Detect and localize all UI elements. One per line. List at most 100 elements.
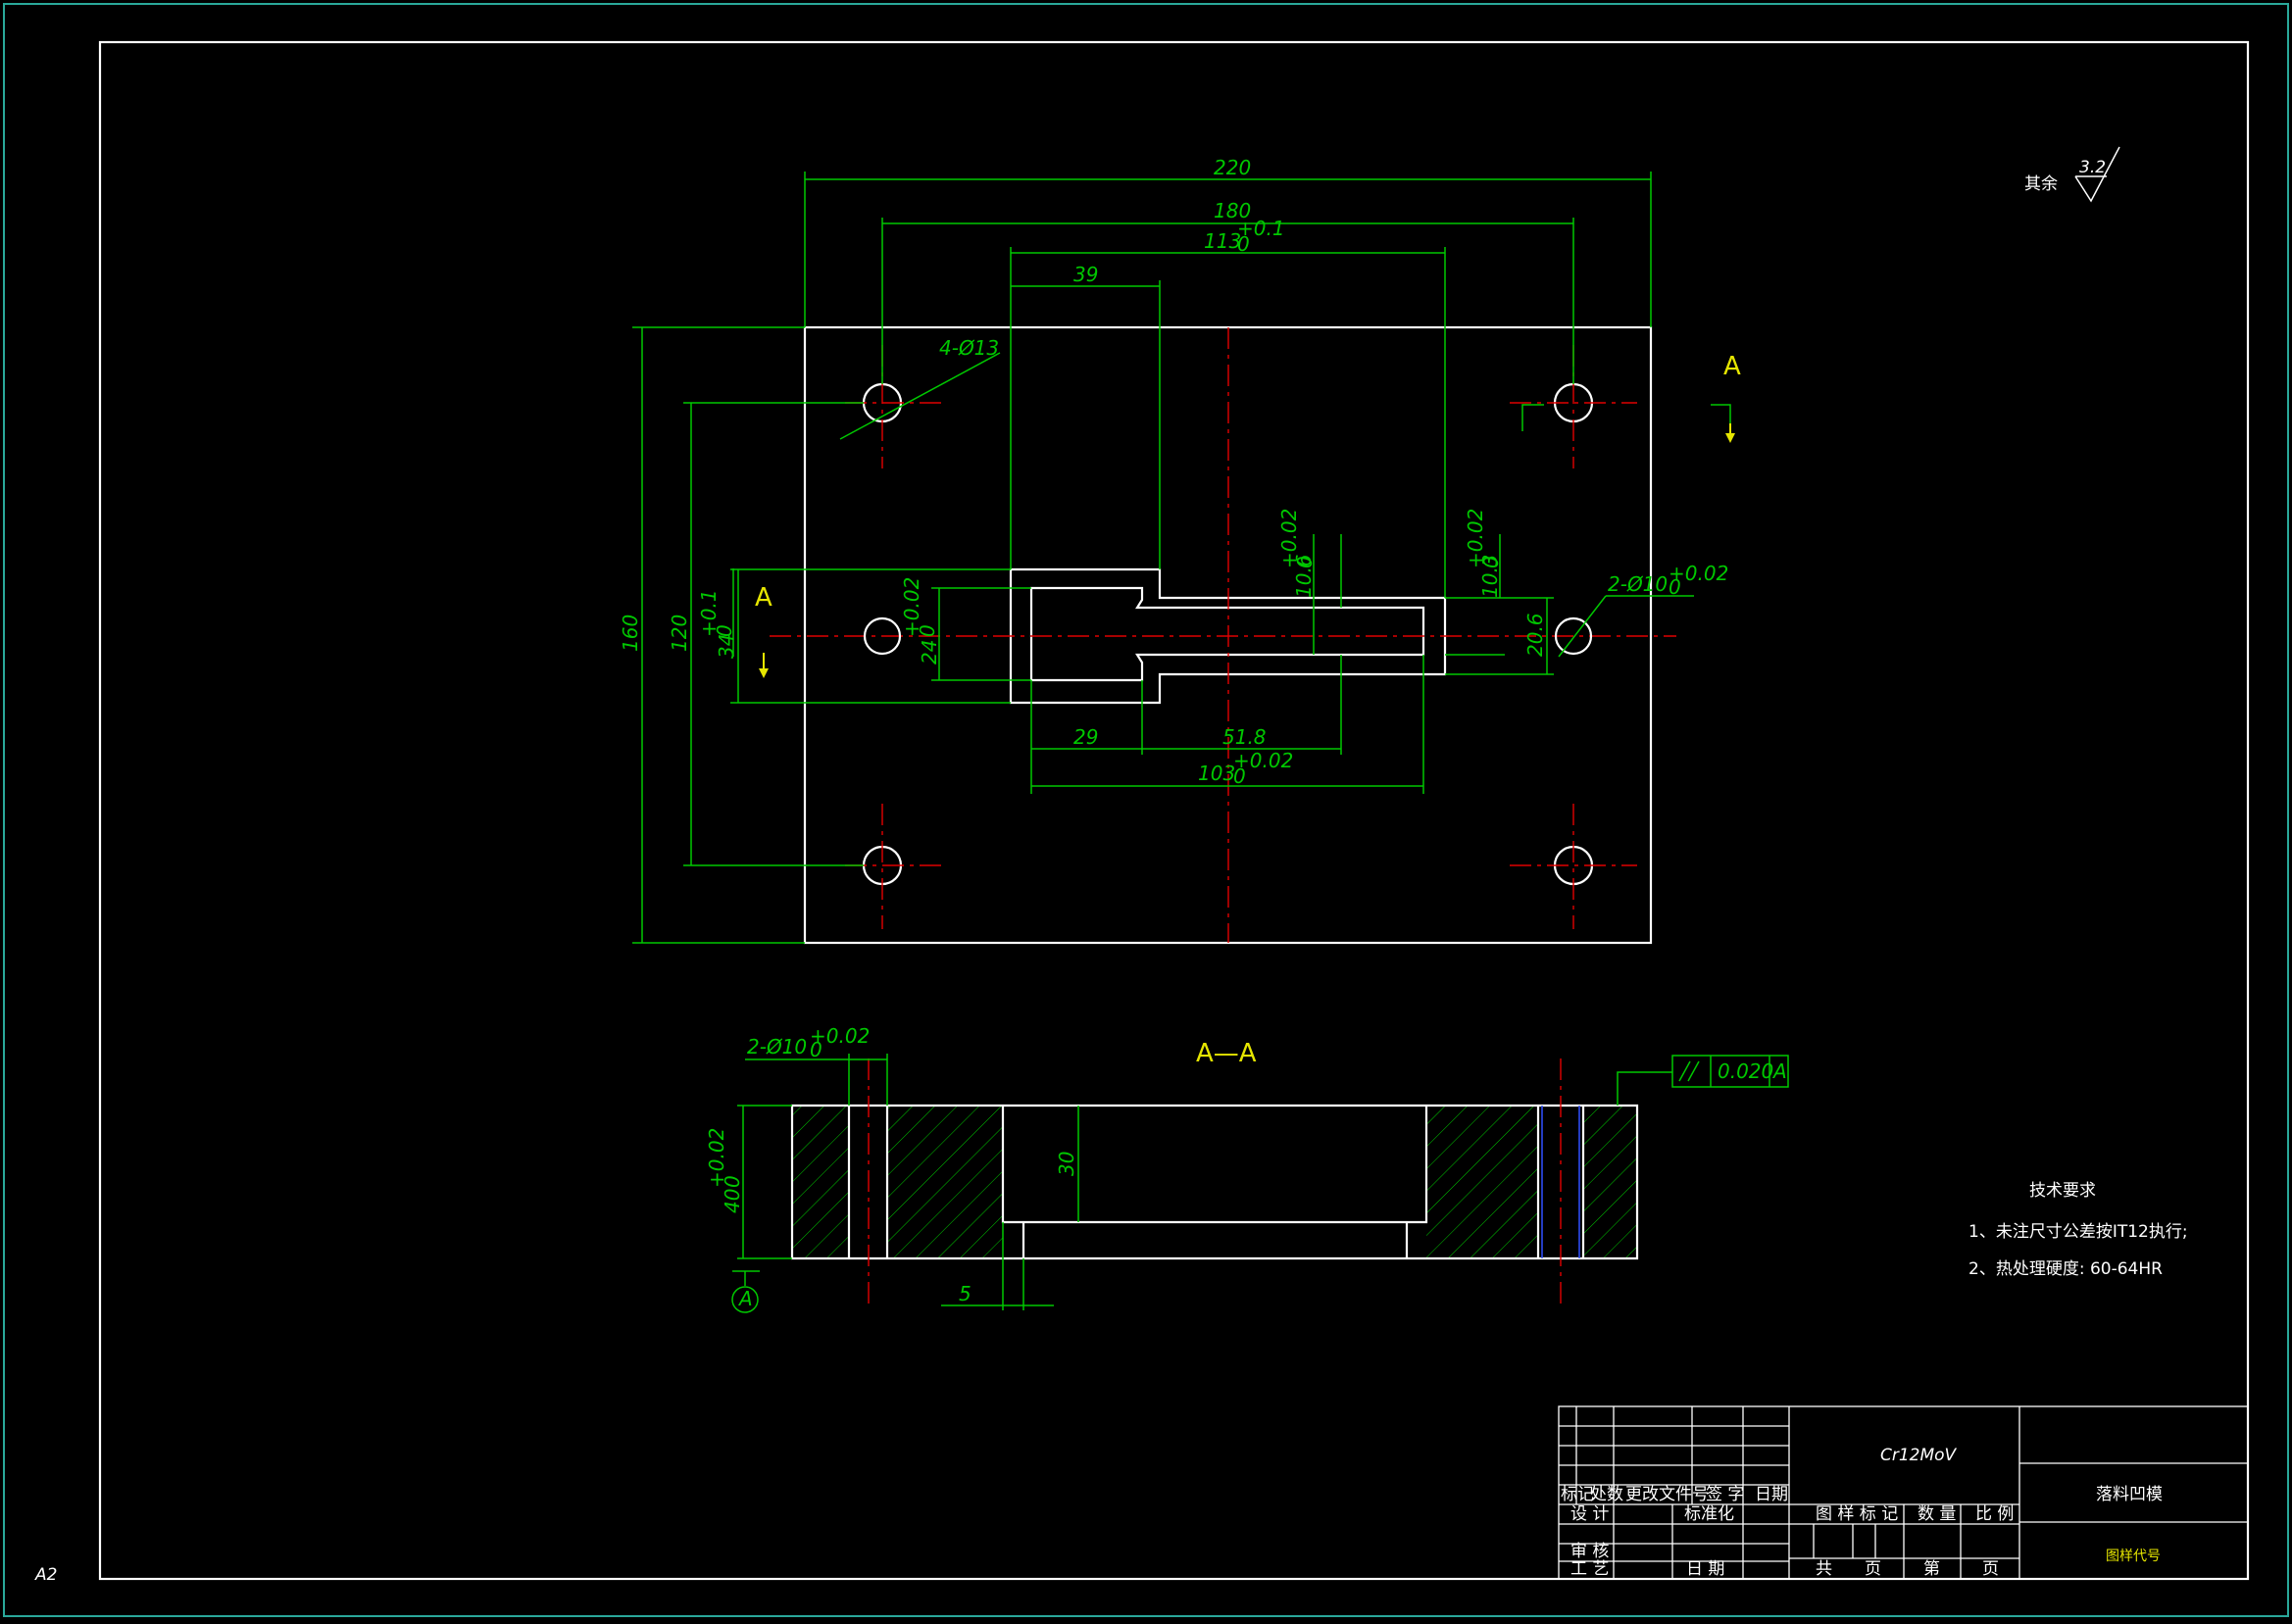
- callout-pin-holes-plan: 2-Ø10 +0.02 0: [1558, 562, 1728, 658]
- svg-text:+0.02: +0.02: [705, 1128, 728, 1188]
- svg-text:A: A: [1771, 1059, 1787, 1083]
- svg-text:10.3: 10.3: [1478, 554, 1502, 598]
- svg-text:+0.02: +0.02: [900, 577, 923, 637]
- dim-seg-29: 29: [1030, 680, 1143, 794]
- sheet-size-label: A2: [34, 1565, 57, 1585]
- dim-step-5: 5: [941, 1222, 1054, 1310]
- dim-offset-b: 10.3 +0.02 0: [1445, 509, 1505, 656]
- svg-text:工 艺: 工 艺: [1570, 1559, 1609, 1579]
- section-pocket: [1001, 1106, 1428, 1258]
- svg-text:2、热处理硬度: 60-64HR: 2、热处理硬度: 60-64HR: [1968, 1259, 2163, 1279]
- svg-text:+0.02: +0.02: [1233, 749, 1293, 772]
- svg-text:0: 0: [1293, 556, 1317, 568]
- hatch-left-b: [887, 1106, 1003, 1258]
- svg-text:5: 5: [959, 1282, 972, 1305]
- bolt-hole-bl: [845, 804, 947, 929]
- dim-offset-a: 10.6 +0.02 0: [1277, 509, 1342, 655]
- bolt-hole-tl: [845, 345, 947, 468]
- svg-text:标记: 标记: [1561, 1485, 1594, 1504]
- svg-text:24: 24: [918, 640, 941, 664]
- svg-text:+0.02: +0.02: [1464, 509, 1487, 568]
- dim-overall-width: 220: [804, 156, 1652, 327]
- dim-pocket-depth: 30: [1055, 1106, 1079, 1222]
- svg-text:A: A: [1723, 352, 1741, 381]
- svg-text:0.020: 0.020: [1718, 1059, 1773, 1083]
- svg-text:2-Ø10: 2-Ø10: [747, 1035, 807, 1058]
- dim-seg-51-8: 51.8: [1142, 655, 1342, 755]
- svg-text:4-Ø13: 4-Ø13: [939, 336, 999, 360]
- svg-text:0: 0: [1237, 232, 1250, 256]
- plan-view: 220 180 113 +0.1 0 39 160 120: [619, 156, 1741, 945]
- callout-bolt-holes: 4-Ø13: [839, 336, 1001, 440]
- svg-text:共: 共: [1816, 1559, 1832, 1579]
- svg-text:2-Ø10: 2-Ø10: [1608, 572, 1668, 596]
- svg-text:20.6: 20.6: [1523, 613, 1547, 657]
- svg-text:0: 0: [810, 1038, 822, 1061]
- svg-text:页: 页: [1865, 1559, 1881, 1579]
- svg-text:+0.1: +0.1: [697, 589, 721, 637]
- svg-text:技术要求: 技术要求: [2029, 1181, 2096, 1201]
- svg-text:+0.02: +0.02: [810, 1024, 870, 1048]
- svg-text:1、未注尺寸公差按IT12执行;: 1、未注尺寸公差按IT12执行;: [1968, 1222, 2188, 1242]
- svg-text:A: A: [755, 583, 772, 613]
- section-marker-right: A: [1521, 352, 1741, 443]
- svg-text:签 字: 签 字: [1706, 1485, 1744, 1504]
- title-block-text: 标记 处数 更改文件号 签 字 日期 设 计 标准化 审 核 工 艺 日 期 C…: [1561, 1446, 2163, 1579]
- svg-text:34: 34: [715, 634, 738, 659]
- bolt-hole-br: [1510, 804, 1637, 929]
- inner-frame: [98, 40, 2250, 1581]
- slot-inner-profile: [1029, 586, 1425, 682]
- svg-text:+0.1: +0.1: [1237, 217, 1285, 240]
- dim-overall-height: 160: [619, 326, 805, 944]
- dim-inner-length: 103 +0.02 0: [1031, 655, 1424, 794]
- svg-text:A: A: [737, 1287, 753, 1310]
- dim-hole-spacing-x: 180: [881, 199, 1574, 384]
- svg-text:180: 180: [1214, 199, 1251, 222]
- hatch-right-a: [1426, 1106, 1538, 1258]
- svg-text:0: 0: [916, 624, 939, 637]
- section-outline: [790, 1104, 1639, 1260]
- dim-slot-length: 113 +0.1 0: [1010, 217, 1446, 598]
- svg-text:更改文件号: 更改文件号: [1625, 1485, 1709, 1504]
- svg-text:51.8: 51.8: [1222, 725, 1267, 749]
- parallelism-tolerance: 0.020 A: [1617, 1055, 1789, 1106]
- surface-finish-note: 其余 3.2: [2024, 146, 2120, 203]
- svg-text:页: 页: [1982, 1559, 1999, 1579]
- svg-text:+0.02: +0.02: [1277, 509, 1301, 568]
- svg-text:0: 0: [1669, 575, 1681, 599]
- svg-text:220: 220: [1214, 156, 1251, 179]
- svg-text:+0.02: +0.02: [1669, 562, 1728, 585]
- svg-text:处数: 处数: [1590, 1485, 1623, 1504]
- svg-text:0: 0: [1479, 556, 1503, 568]
- svg-text:图 样 标 记: 图 样 标 记: [1816, 1504, 1898, 1524]
- svg-text:40: 40: [721, 1189, 744, 1213]
- svg-text:比 例: 比 例: [1975, 1504, 2014, 1524]
- section-view: A—A 40 +0.02 0 A: [705, 1024, 1789, 1313]
- section-title: A—A: [1196, 1039, 1257, 1068]
- dim-slot-step: 39: [1011, 263, 1161, 569]
- part-name: 落料凹模: [2096, 1485, 2163, 1504]
- svg-text:其余: 其余: [2024, 174, 2058, 194]
- technical-requirements: 技术要求 1、未注尺寸公差按IT12执行; 2、热处理硬度: 60-64HR: [1968, 1181, 2188, 1279]
- svg-text:日 期: 日 期: [1686, 1559, 1724, 1579]
- callout-pin-holes-section: 2-Ø10 +0.02 0: [745, 1024, 888, 1106]
- pin-hole-left: [863, 616, 902, 656]
- svg-text:标准化: 标准化: [1684, 1504, 1734, 1524]
- dim-thickness: 40 +0.02 0: [705, 1105, 792, 1259]
- outer-border: [3, 3, 2289, 1617]
- datum-marker: A: [731, 1270, 760, 1313]
- hatch-left-a: [792, 1106, 849, 1258]
- svg-text:103: 103: [1198, 762, 1235, 785]
- svg-text:0: 0: [1233, 764, 1246, 788]
- svg-text:30: 30: [1055, 1152, 1078, 1176]
- svg-text:113: 113: [1204, 229, 1241, 253]
- svg-text:160: 160: [619, 615, 642, 652]
- svg-text:日期: 日期: [1755, 1485, 1788, 1504]
- svg-text:120: 120: [668, 615, 691, 652]
- dim-slot-height: 34 +0.1 0: [697, 568, 1011, 704]
- svg-text:10.6: 10.6: [1292, 554, 1316, 598]
- drawing-number: 图样代号: [2106, 1549, 2161, 1564]
- svg-text:0: 0: [713, 624, 736, 637]
